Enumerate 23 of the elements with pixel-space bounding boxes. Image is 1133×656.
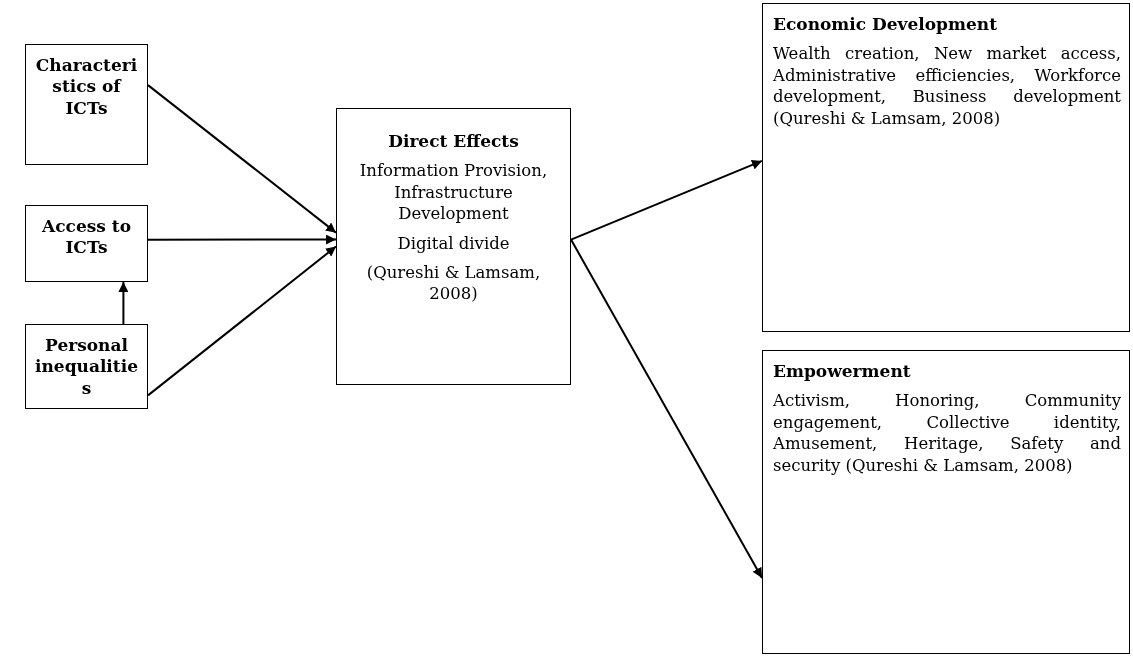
arrow [118, 281, 129, 325]
box-text: Activism, Honoring, Community engagement, Collective identity, Amusement, Heritage, Safety and security (Qureshi & Lamsam, 2008) [773, 390, 1121, 476]
box-text: Information Provision, Infrastructure Development [358, 160, 549, 225]
text-box [762, 3, 1130, 332]
box-heading: Access to ICTs [41, 216, 132, 259]
arrow [147, 84, 337, 234]
box-text: Digital divide [396, 232, 511, 254]
text-box [25, 44, 148, 165]
box-heading: Characteristics of ICTs [34, 55, 139, 119]
text-box [762, 350, 1130, 654]
arrow [570, 159, 763, 241]
box-text: (Qureshi & Lamsam, 2008) [365, 262, 542, 305]
box-heading: Personal inequalities [34, 335, 139, 399]
text-box [25, 205, 148, 282]
arrow [147, 234, 337, 245]
box-heading: Economic Development [773, 14, 998, 36]
text-box [25, 324, 148, 409]
arrow [570, 238, 763, 579]
text-box [336, 108, 571, 385]
box-heading: Empowerment [773, 361, 912, 383]
box-heading: Direct Effects [387, 131, 520, 153]
box-text: Wealth creation, New market access, Administrative efficiencies, Workforce development, Business development (Qureshi & Lamsam, 2008) [773, 43, 1121, 129]
arrow [147, 245, 337, 397]
